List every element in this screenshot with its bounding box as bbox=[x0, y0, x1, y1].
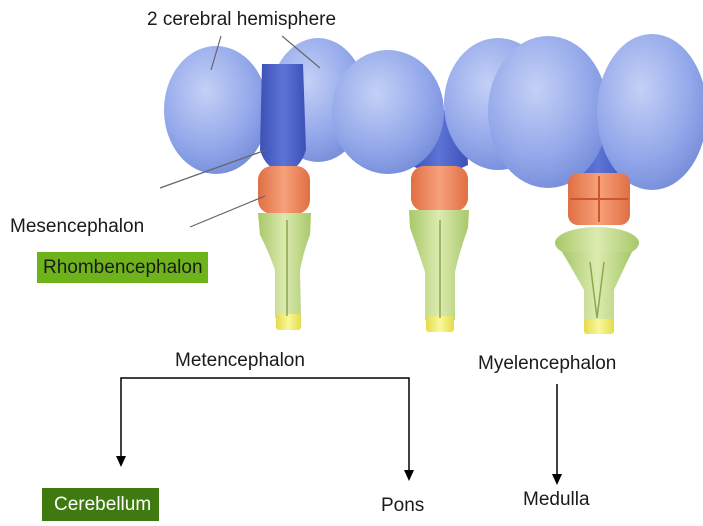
arrowhead-pons bbox=[404, 470, 414, 481]
label-medulla: Medulla bbox=[523, 490, 590, 509]
medulla-3 bbox=[562, 252, 632, 322]
mesencephalon-2 bbox=[411, 166, 468, 211]
metencephalon-bracket bbox=[121, 378, 409, 472]
mesencephalon-3 bbox=[568, 173, 630, 225]
spinal-cord-1 bbox=[276, 314, 301, 330]
spinal-cord-3 bbox=[584, 319, 614, 334]
arrowhead-cerebellum bbox=[116, 456, 126, 467]
diencephalon-1 bbox=[260, 64, 306, 172]
left-hemisphere-3 bbox=[488, 36, 608, 188]
label-cerebellum: Cerebellum bbox=[42, 488, 159, 521]
label-myelencephalon: Myelencephalon bbox=[478, 354, 616, 373]
label-cerebral-hemisphere: 2 cerebral hemisphere bbox=[147, 10, 336, 29]
arrowhead-medulla bbox=[552, 474, 562, 485]
label-mesencephalon: Mesencephalon bbox=[10, 217, 144, 236]
mesencephalon-1 bbox=[258, 166, 310, 214]
spinal-cord-2 bbox=[426, 316, 454, 332]
brain-stage-1 bbox=[164, 38, 366, 330]
left-hemisphere-2 bbox=[332, 50, 444, 174]
brain-stage-3 bbox=[488, 34, 703, 334]
label-metencephalon: Metencephalon bbox=[175, 351, 305, 370]
label-rhombencephalon: Rhombencephalon bbox=[37, 252, 208, 283]
right-hemisphere-3 bbox=[597, 34, 703, 190]
rhombencephalon-2 bbox=[409, 210, 469, 320]
label-pons: Pons bbox=[381, 496, 424, 515]
leader-mesencephalon bbox=[190, 196, 265, 227]
rhombencephalon-1 bbox=[258, 213, 311, 318]
